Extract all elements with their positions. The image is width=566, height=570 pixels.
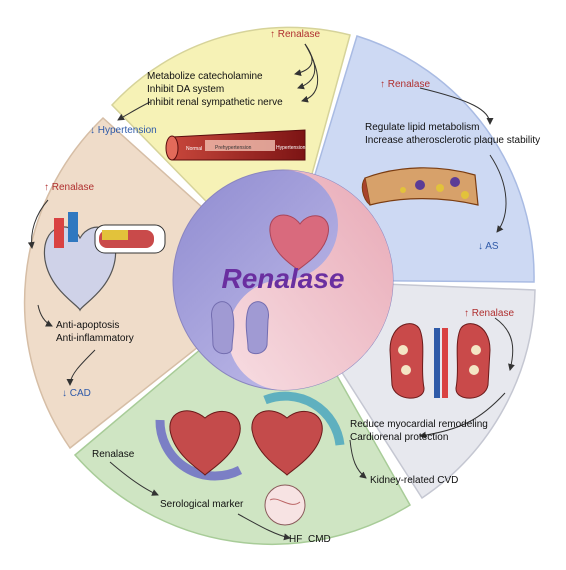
heart-failure-illustration bbox=[155, 391, 345, 526]
hf-label: Renalase bbox=[92, 449, 135, 460]
htn-result: ↓ Hypertension bbox=[90, 125, 157, 136]
yin-yang-center bbox=[172, 169, 394, 391]
sector-cad bbox=[23, 116, 285, 450]
heart-icon bbox=[269, 214, 329, 271]
blood-vessel-illustration bbox=[165, 129, 306, 161]
arrow-cad bbox=[27, 199, 96, 386]
kidney-icon bbox=[211, 301, 269, 355]
arrow-hypertension-1 bbox=[117, 43, 319, 121]
as-line-2: Increase atherosclerotic plaque stabilit… bbox=[365, 135, 540, 146]
htn-line-1: Metabolize catecholamine bbox=[147, 71, 263, 82]
heart-cad-illustration bbox=[43, 212, 166, 312]
vessel-label-prehypertension: Prehypertension bbox=[215, 145, 252, 151]
as-result: ↓ AS bbox=[478, 241, 499, 252]
kidney-line-2: Cardiorenal protection bbox=[350, 432, 448, 443]
htn-line-2: Inhibit DA system bbox=[147, 84, 224, 95]
vessel-label-normal: Normal bbox=[186, 146, 202, 152]
hf-result-hf: HF bbox=[289, 534, 302, 545]
arrow-hf bbox=[109, 461, 291, 541]
sector-heart-failure bbox=[73, 278, 412, 546]
vessel-label-hypertension: Hypertension bbox=[276, 145, 306, 151]
htn-up-label: ↑ Renalase bbox=[270, 29, 320, 40]
cad-up-label: ↑ Renalase bbox=[44, 182, 94, 193]
kidney-result: Kidney-related CVD bbox=[370, 475, 458, 486]
plaque-vessel-illustration bbox=[361, 167, 479, 206]
kidney-line-1: Reduce myocardial remodeling bbox=[350, 419, 488, 430]
arrow-as bbox=[419, 87, 507, 233]
cad-result: ↓ CAD bbox=[62, 388, 91, 399]
kidney-pair-illustration bbox=[389, 323, 491, 399]
cad-line-1: Anti-apoptosis bbox=[56, 320, 119, 331]
kidney-up-label: ↑ Renalase bbox=[464, 308, 514, 319]
hf-marker: Serological marker bbox=[160, 499, 244, 510]
as-line-1: Regulate lipid metabolism bbox=[365, 122, 480, 133]
hf-result-cmd: CMD bbox=[308, 534, 331, 545]
center-title: Renalase bbox=[222, 263, 345, 294]
arrow-kidney bbox=[349, 317, 515, 479]
htn-line-3: Inhibit renal sympathetic nerve bbox=[147, 97, 283, 108]
cad-line-2: Anti-inflammatory bbox=[56, 333, 134, 344]
as-up-label: ↑ Renalase bbox=[380, 79, 430, 90]
